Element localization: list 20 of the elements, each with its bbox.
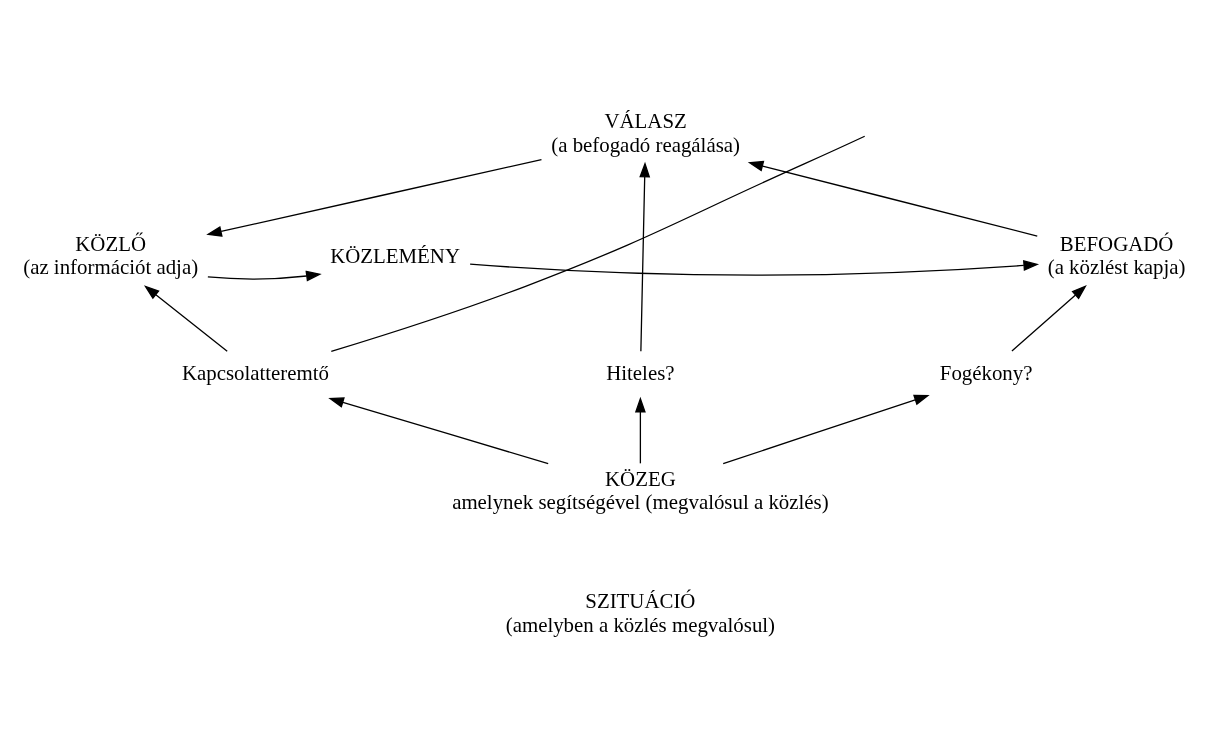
node-text: BEFOGADÓ (a közlést kapja) bbox=[1047, 231, 1186, 279]
arrow bbox=[206, 158, 543, 237]
node-text: KÖZEG amelynek segítségével (megvalósul a közlés) bbox=[452, 466, 829, 514]
arrow bbox=[143, 284, 228, 352]
node-text: KÖZLŐ (az információt adja) bbox=[23, 231, 199, 279]
node-text: Hiteles? bbox=[606, 360, 675, 385]
arrow bbox=[207, 270, 322, 282]
arrow bbox=[639, 161, 651, 352]
arrow bbox=[1011, 284, 1087, 352]
arrow bbox=[747, 160, 1038, 237]
node-text: VÁLASZ (a befogadó reagálása) bbox=[551, 108, 740, 157]
arrow bbox=[722, 394, 930, 464]
connector bbox=[330, 135, 866, 352]
arrow bbox=[634, 396, 646, 464]
arrow bbox=[469, 259, 1040, 276]
node-text: SZITUÁCIÓ (amelyben a közlés megvalósul) bbox=[505, 588, 776, 637]
node-text: Fogékony? bbox=[939, 360, 1033, 385]
node-text: KÖZLEMÉNY bbox=[330, 243, 460, 268]
arrow bbox=[328, 396, 549, 464]
node-text: Kapcsolatteremtő bbox=[181, 360, 330, 385]
